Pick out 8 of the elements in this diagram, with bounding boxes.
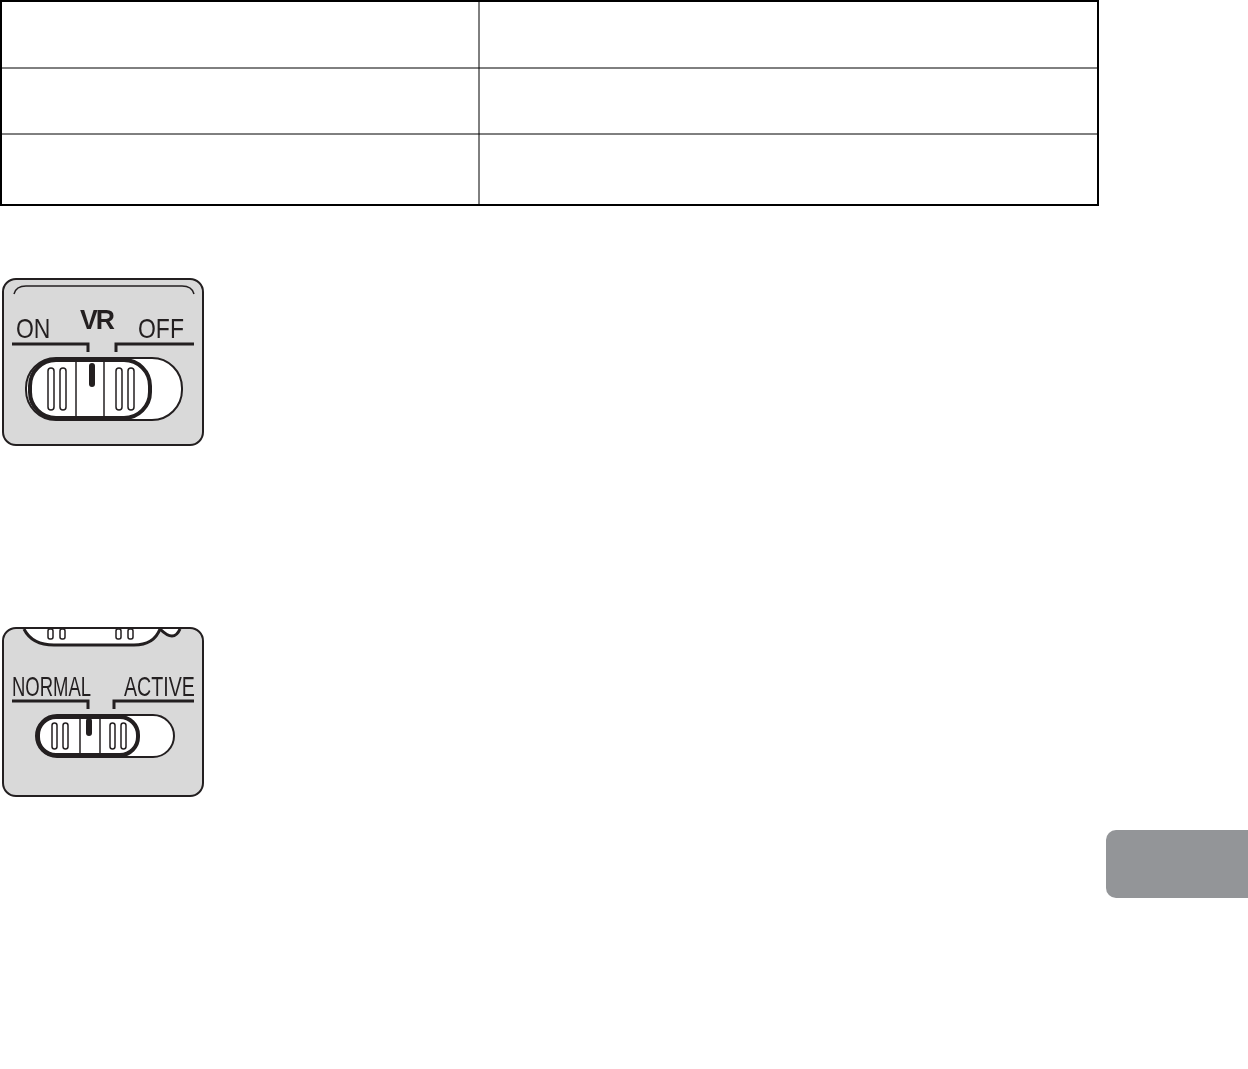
- switch-panel: [2, 278, 204, 446]
- side-tab: [1106, 830, 1248, 898]
- switch-position-label: ON: [16, 315, 51, 343]
- switch-panel: [2, 627, 204, 797]
- switch-position-label: ACTIVE: [124, 673, 195, 701]
- switch-position-label: OFF: [138, 315, 184, 343]
- switch-position-label: NORMAL: [12, 673, 92, 701]
- switch-position-label: VR: [80, 306, 114, 334]
